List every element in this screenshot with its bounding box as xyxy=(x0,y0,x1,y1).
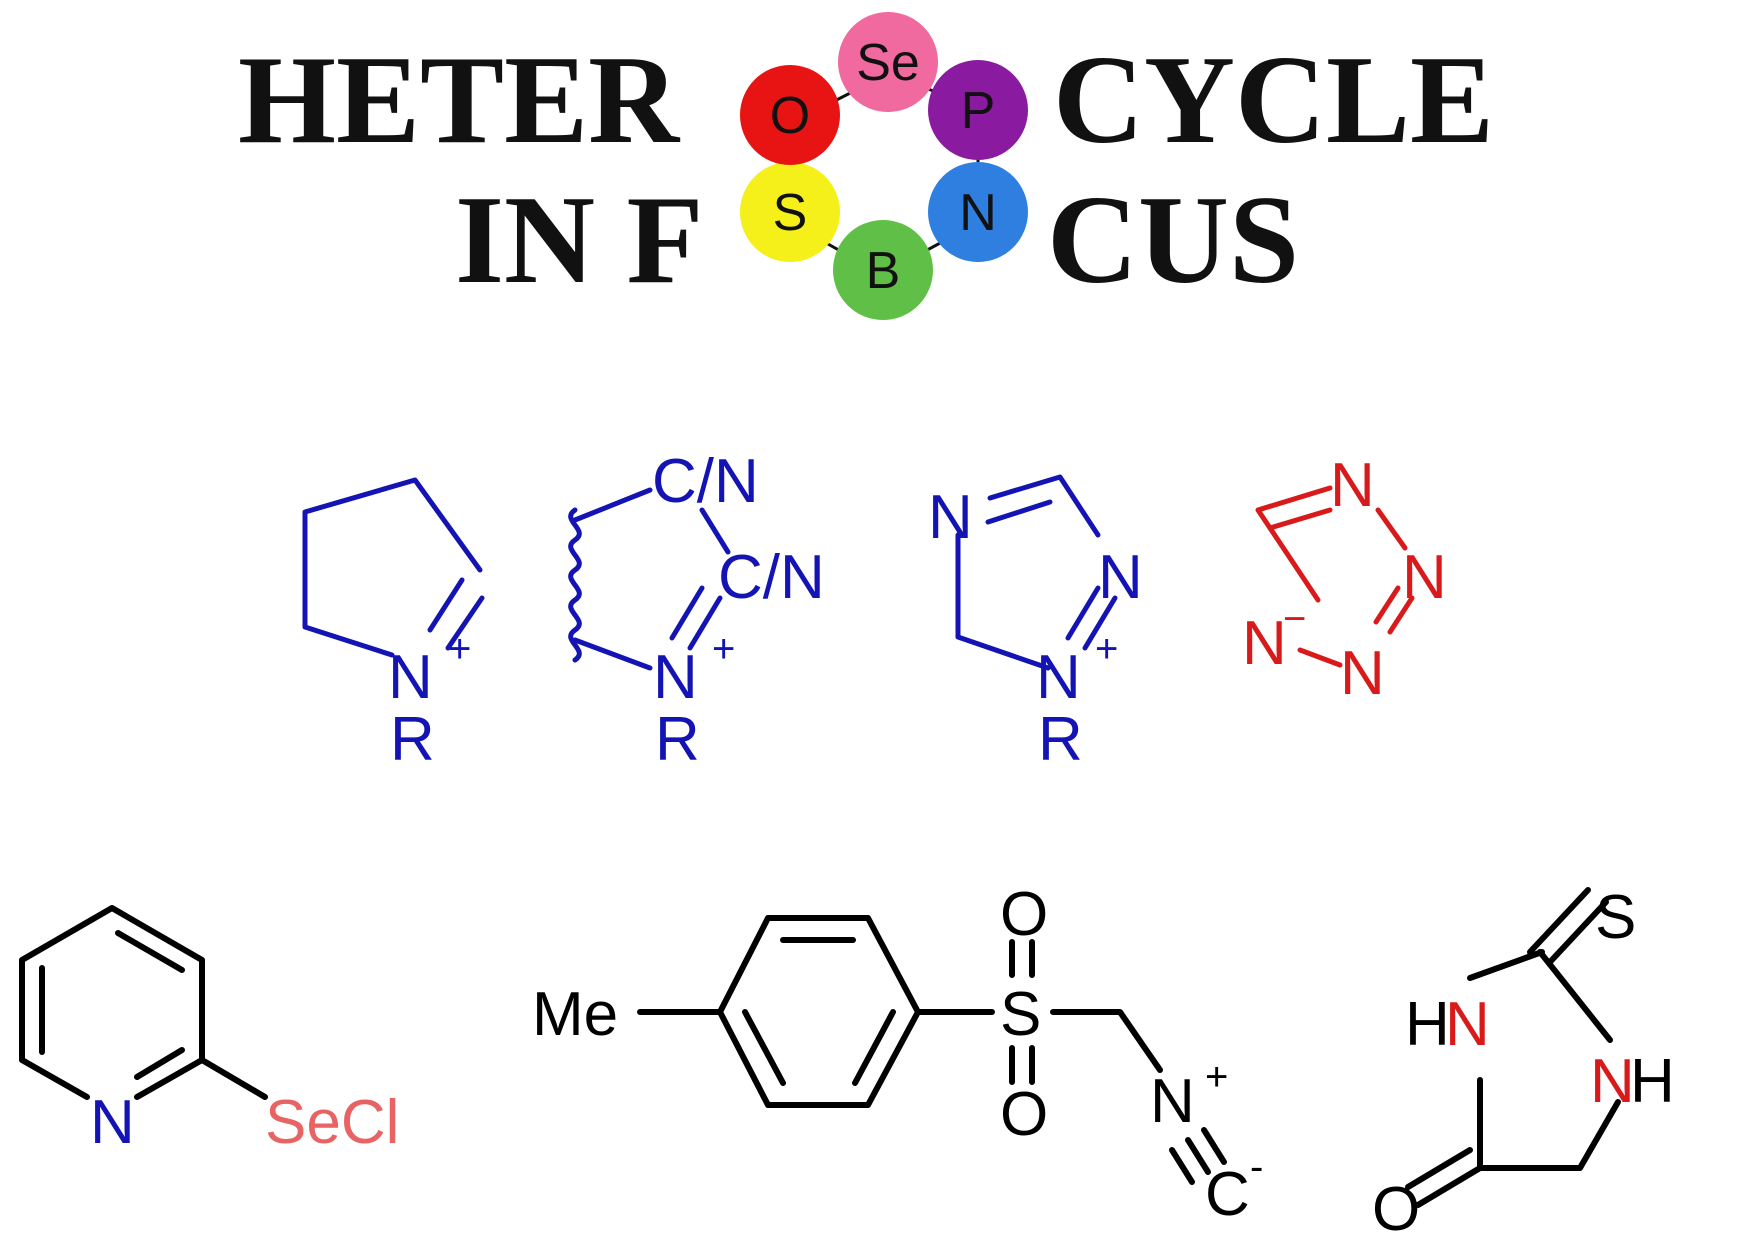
bond xyxy=(1267,507,1333,531)
bond xyxy=(1082,595,1118,651)
atom-n-top: N xyxy=(1330,451,1375,520)
atom-s: S xyxy=(1000,980,1041,1049)
double-bond xyxy=(134,1047,185,1080)
structure-pyrrolinium: N + R xyxy=(302,477,485,774)
atom-h-left: H xyxy=(1405,990,1450,1059)
orb-se xyxy=(838,12,938,112)
atom-r: R xyxy=(390,705,435,774)
atom-n: N xyxy=(1150,1067,1195,1136)
atom-cn-top: C/N xyxy=(652,447,759,516)
logo: HETER CYCLE IN F CUS Se P N B S O xyxy=(238,12,1494,320)
bond xyxy=(985,499,1053,525)
c-s-double xyxy=(1527,887,1609,965)
atom-o-bottom: O xyxy=(1000,1080,1048,1149)
charge-minus: − xyxy=(1283,597,1306,641)
atom-n-left: N xyxy=(928,483,973,552)
charge-plus: + xyxy=(1095,627,1118,671)
bond xyxy=(1387,595,1415,635)
atom-n-bottom: N xyxy=(1036,643,1081,712)
atom-n: N xyxy=(653,643,698,712)
bond xyxy=(427,577,465,633)
bond xyxy=(1255,485,1333,603)
structure-tetrazolate: N N N N − xyxy=(1242,451,1447,708)
orb-b-label: B xyxy=(866,242,901,300)
atom-n-right: N xyxy=(1098,543,1143,612)
s-o-double xyxy=(1009,1045,1035,1085)
structure-tosmic: Me O S O N + C - xyxy=(532,880,1263,1229)
orb-s-label: S xyxy=(773,184,808,242)
double-bond xyxy=(742,1009,786,1086)
bond xyxy=(1373,585,1401,625)
atom-n: N xyxy=(90,1088,135,1157)
title-cus: CUS xyxy=(1047,171,1299,310)
orb-o xyxy=(740,65,840,165)
atom-n-right: N xyxy=(1590,1047,1635,1116)
atom-n-left: N xyxy=(1445,990,1490,1059)
structure-triazolium: N N N + R xyxy=(928,474,1143,774)
bond xyxy=(669,585,705,641)
orb-o-label: O xyxy=(770,87,810,145)
bond xyxy=(955,532,1051,671)
structure-dicyano: C/N C/N N + R xyxy=(568,447,825,774)
bond xyxy=(572,637,653,671)
bond xyxy=(1477,1099,1621,1171)
bond xyxy=(302,477,483,658)
bond xyxy=(1467,949,1545,981)
atom-r: R xyxy=(655,705,700,774)
charge-plus: + xyxy=(448,627,471,671)
double-bond xyxy=(852,1009,896,1086)
structure-thiohydantoin: S H N N H O xyxy=(1372,883,1675,1244)
element-ring: Se P N B S O xyxy=(740,12,1028,320)
atom-r: R xyxy=(1038,705,1083,774)
atom-cn-middle: C/N xyxy=(718,543,825,612)
orb-p-label: P xyxy=(961,82,996,140)
bond xyxy=(445,595,485,651)
title-in-f: IN F xyxy=(455,171,704,310)
bond xyxy=(1050,1009,1163,1073)
bond xyxy=(699,507,731,555)
double-bond xyxy=(115,930,185,973)
atom-s: S xyxy=(1595,883,1636,952)
bond xyxy=(199,1057,268,1100)
bond xyxy=(687,595,723,651)
atom-n-bottom: N xyxy=(1340,639,1385,708)
orb-b xyxy=(833,220,933,320)
structure-pyridine-secl: N SeCl xyxy=(19,905,399,1157)
benzene-ring xyxy=(717,915,921,1108)
wavy-bond xyxy=(568,507,582,663)
atom-n-right: N xyxy=(1402,543,1447,612)
charge-minus: - xyxy=(1250,1145,1263,1189)
atom-o-top: O xyxy=(1000,880,1048,949)
c-o-double xyxy=(1405,1147,1483,1208)
bond xyxy=(1297,647,1343,668)
triple-bond xyxy=(1169,1127,1227,1185)
charge-plus: + xyxy=(712,627,735,671)
orb-n xyxy=(928,162,1028,262)
title-heter: HETER xyxy=(238,31,681,170)
orb-p xyxy=(928,60,1028,160)
bond xyxy=(1537,949,1613,1043)
atom-o: O xyxy=(1372,1175,1420,1244)
s-o-double xyxy=(1009,939,1035,978)
atom-n-left: N xyxy=(1242,609,1287,678)
title-cycle: CYCLE xyxy=(1053,31,1494,170)
bond xyxy=(987,474,1101,538)
atom-secl: SeCl xyxy=(265,1088,399,1157)
charge-plus: + xyxy=(1205,1055,1228,1099)
atom-c: C xyxy=(1205,1160,1250,1229)
bond xyxy=(572,487,653,523)
bond xyxy=(1065,585,1101,641)
bond xyxy=(1375,507,1408,551)
atom-n: N xyxy=(388,643,433,712)
atom-me: Me xyxy=(532,980,618,1049)
atom-h-right: H xyxy=(1630,1047,1675,1116)
ring xyxy=(19,905,205,1100)
orb-se-label: Se xyxy=(856,34,920,92)
orb-n-label: N xyxy=(959,184,997,242)
orb-s xyxy=(740,162,840,262)
